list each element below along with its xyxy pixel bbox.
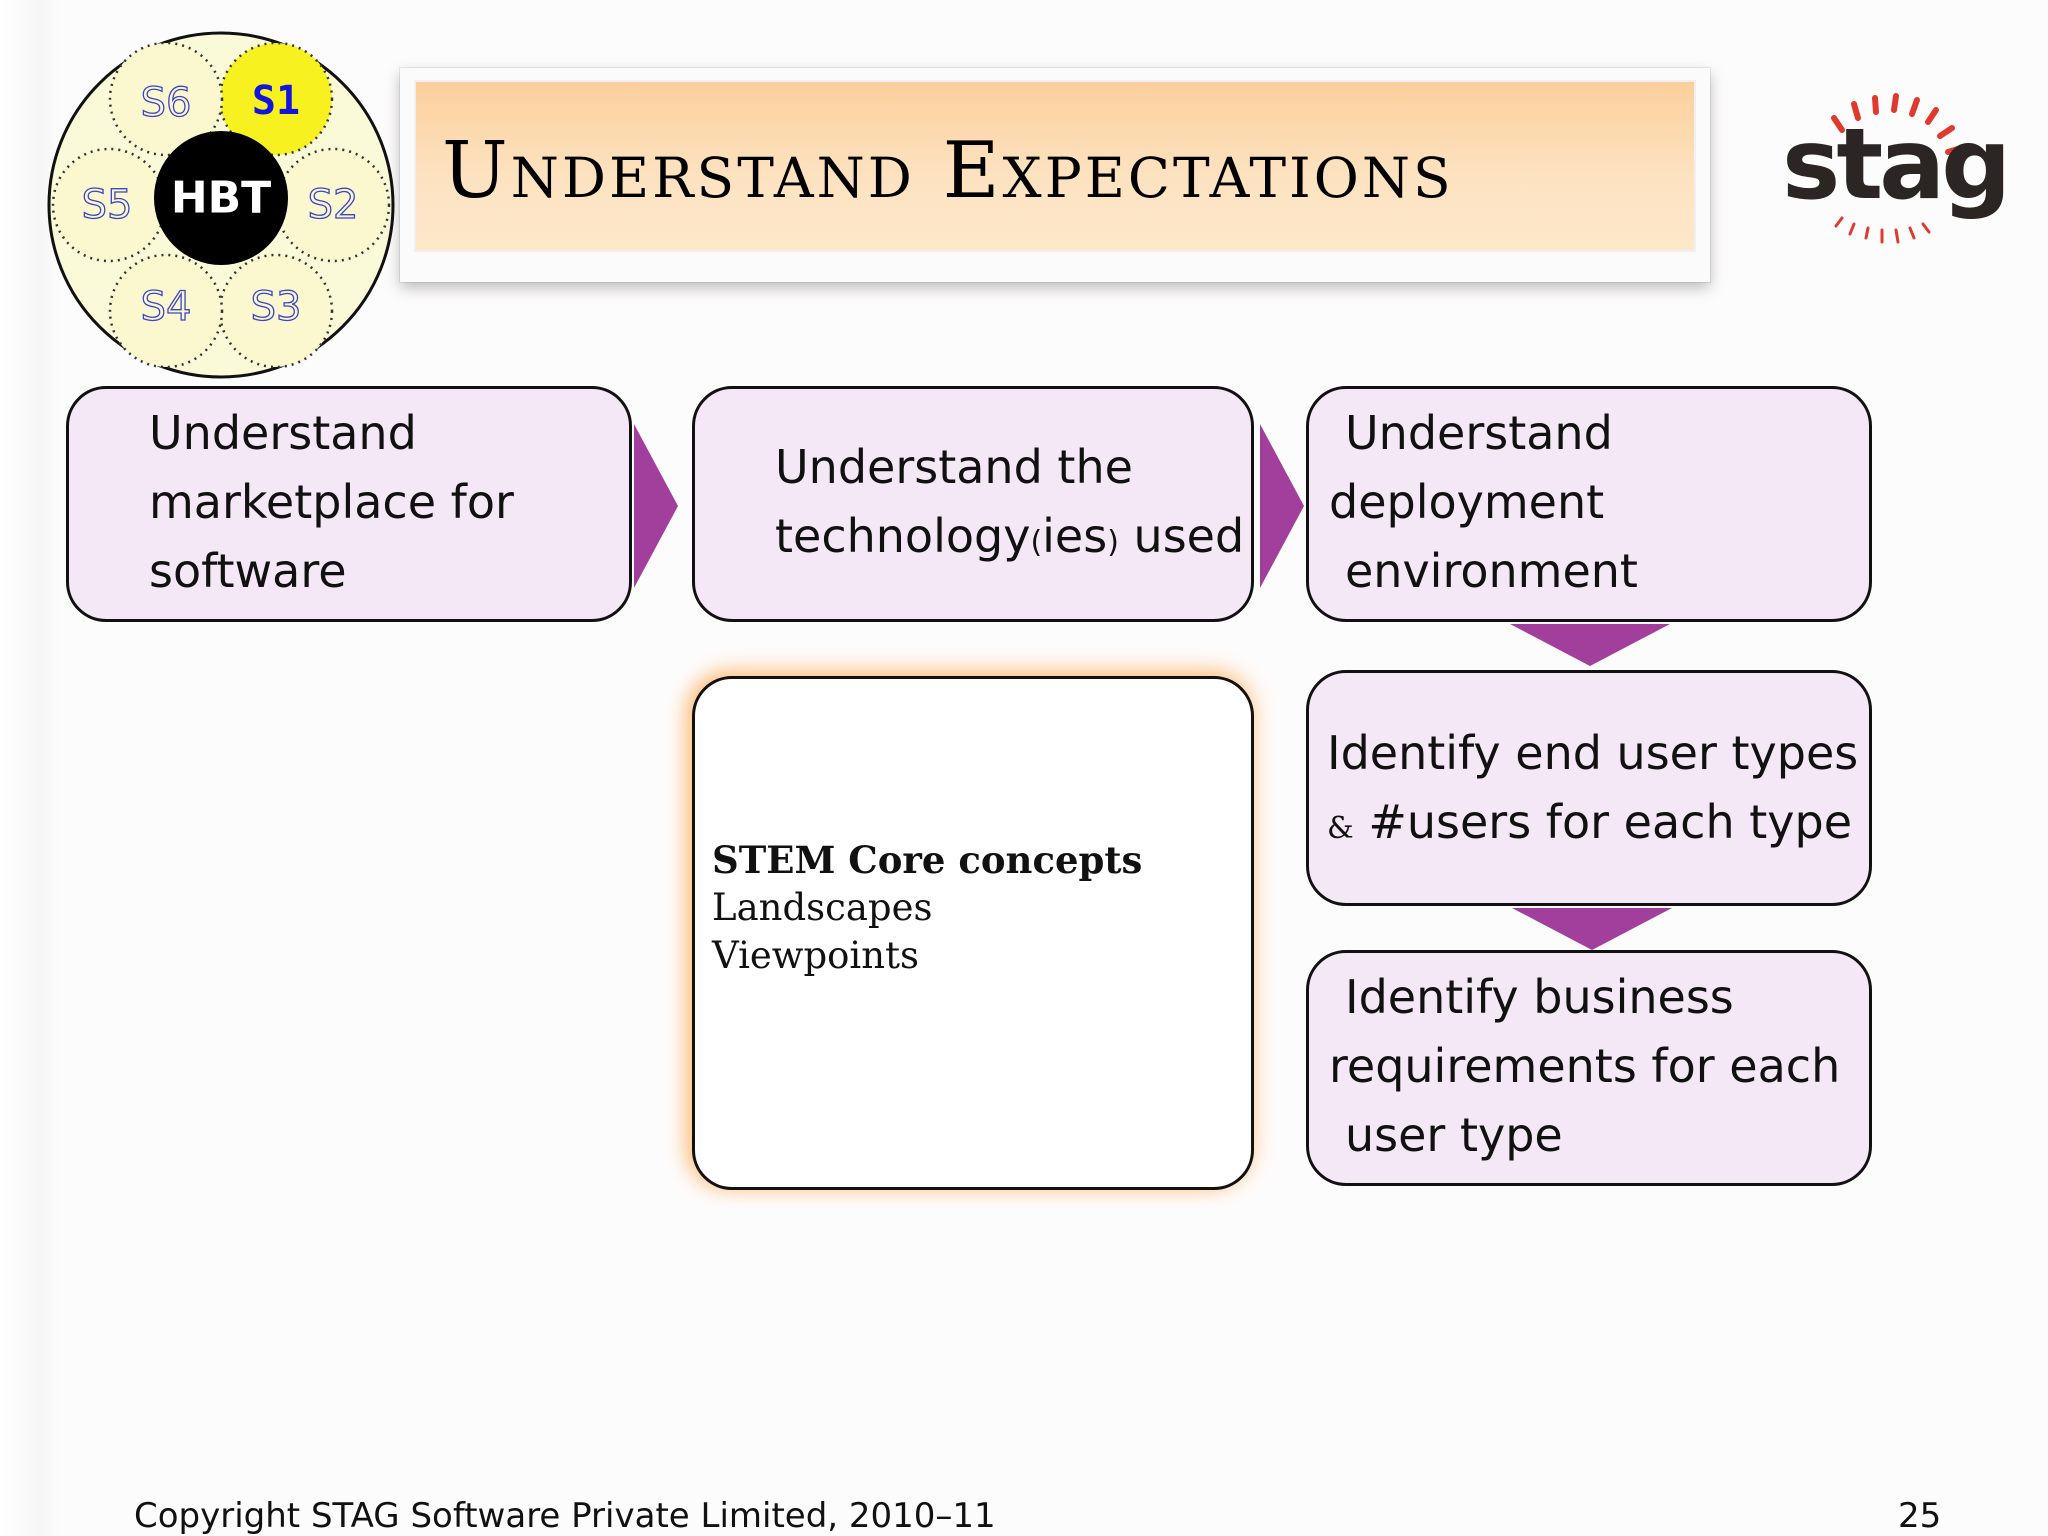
slide-edge-shade <box>0 0 60 1536</box>
stage-wheel-graphic <box>47 31 395 379</box>
flow-arrow-right-icon <box>1260 424 1304 588</box>
step-text-line: Identify business <box>1345 970 1734 1024</box>
step-text-line: user type <box>1345 1108 1563 1162</box>
step-text-line: Understand <box>149 406 417 460</box>
step-identify-end-users: Identify end user types & #users for eac… <box>1306 670 1872 906</box>
step-text-line: marketplace for <box>149 475 514 529</box>
step-text-line: technology(ies) used <box>775 509 1245 563</box>
step-understand-marketplace: Understand marketplace for software <box>66 386 632 622</box>
stem-item: Viewpoints <box>712 934 919 977</box>
step-understand-deployment: Understand deployment environment <box>1306 386 1872 622</box>
step-text-line: environment <box>1345 544 1638 598</box>
hbt-hub-circle <box>154 131 288 265</box>
step-text-line: Understand the <box>775 440 1133 494</box>
stage-s1-label: S1 <box>251 78 301 124</box>
stag-logo: stag <box>1782 78 2011 258</box>
step-text-line: Identify end user types <box>1327 726 1859 780</box>
logo-rays-icon <box>1831 93 1964 244</box>
step-text-line: Understand <box>1345 406 1613 460</box>
stage-s2-label: S2 <box>307 181 359 228</box>
stage-s4-circle <box>108 253 224 369</box>
stem-item: Landscapes <box>712 886 933 929</box>
flow-arrow-right-icon <box>634 424 678 588</box>
stage-s5-label: S5 <box>81 181 133 228</box>
stage-s6-circle <box>108 41 224 157</box>
step-text-line: software <box>149 544 347 598</box>
page-number: 25 <box>1898 1496 1942 1536</box>
hbt-stage-wheel: S1 S2 S3 S4 S5 S6 HBT <box>44 28 398 382</box>
step-identify-business-requirements: Identify business requirements for each … <box>1306 950 1872 1186</box>
stem-concepts-text: STEM Core concepts Landscapes Viewpoints <box>712 836 1142 980</box>
footer-copyright: Copyright STAG Software Private Limited,… <box>134 1496 996 1536</box>
logo-wordmark: stag <box>1782 108 2011 222</box>
stage-s3-label: S3 <box>250 283 302 330</box>
step-understand-technology: Understand the technology(ies) used <box>692 386 1254 622</box>
step-text-line: deployment <box>1329 475 1605 529</box>
slide-title: Understand Expectations <box>442 126 1454 216</box>
flow-arrow-down-icon <box>1512 908 1672 950</box>
flow-arrow-down-icon <box>1510 624 1670 666</box>
stage-s4-label: S4 <box>140 283 192 330</box>
step-text-line: requirements for each <box>1329 1039 1841 1093</box>
title-banner <box>414 80 1696 252</box>
stem-concepts-box <box>692 676 1254 1190</box>
stage-s6-label: S6 <box>140 79 192 126</box>
hbt-hub-label: HBT <box>170 172 272 224</box>
stem-heading: STEM Core concepts <box>712 838 1143 882</box>
step-text-line: & #users for each type <box>1327 795 1852 849</box>
